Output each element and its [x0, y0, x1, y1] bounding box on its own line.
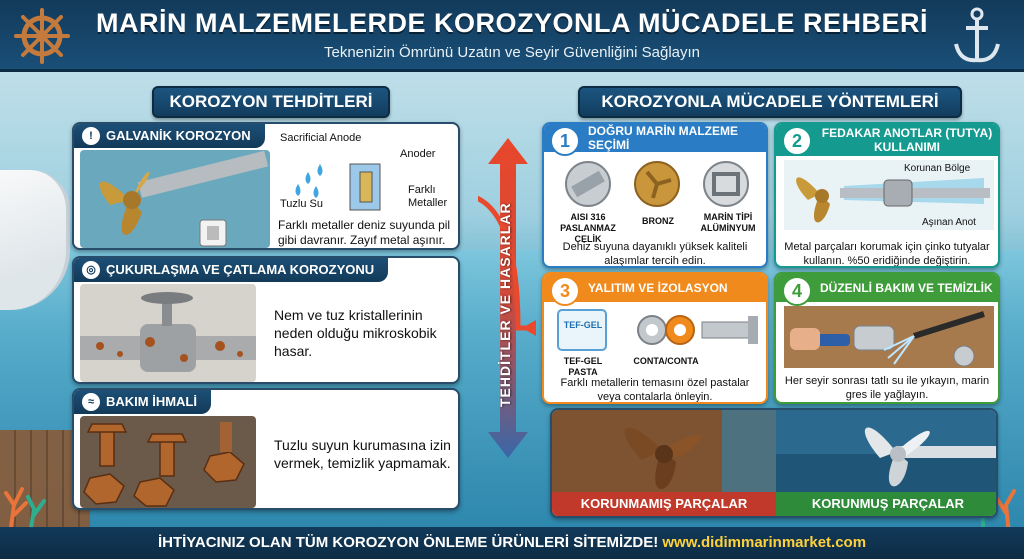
threats-to-methods-arrow	[478, 138, 536, 458]
method-4-title: DÜZENLİ BAKIM VE TEMİZLİK	[820, 281, 993, 295]
footer-banner: İHTİYACINIZ OLAN TÜM KOROZYON ÖNLEME ÜRÜ…	[0, 527, 1024, 559]
galvanic-description: Farklı metaller deniz suyunda pil gibi d…	[278, 218, 451, 247]
salt-water-label: Tuzlu Su	[280, 198, 324, 210]
protected-parts-label: KORUNMUŞ PARÇALAR	[776, 492, 996, 516]
materials-illustration	[565, 161, 749, 207]
page-title: MARİN MALZEMELERDE KOROZYONLA MÜCADELE R…	[96, 8, 928, 38]
neglect-icon: ≈	[82, 393, 100, 411]
tefgel-paste-label: TEF-GEL PASTA	[563, 356, 603, 377]
method-4-number: 4	[782, 276, 812, 306]
method-4-description: Her seyir sonrası tatlı su ile yıkayın, …	[784, 375, 990, 401]
pitting-description: Nem ve tuz kristallerinin neden olduğu m…	[274, 307, 437, 359]
galvanic-corrosion-card: ! GALVANİK KOROZYON Sacrificial Anode An…	[72, 122, 460, 250]
method-sacrificial-anodes-card: FEDAKAR ANOTLAR (TUTYA) KULLANIMI 2 Koru…	[774, 122, 1000, 268]
footer-website-link[interactable]: www.didimmarinmarket.com	[662, 534, 867, 551]
pitting-corrosion-card: ◎ ÇUKURLAŞMA VE ÇATLAMA KOROZYONU Nem ve…	[72, 256, 460, 384]
threats-and-damage-label: TEHDİTLER VE HASARLAR	[497, 202, 513, 408]
neglect-card-tab: ≈ BAKIM İHMALİ	[74, 390, 211, 414]
anode-propeller-illustration	[784, 160, 994, 230]
tefgel-gasket-illustration	[557, 309, 758, 351]
methods-section-heading: KOROZYONLA MÜCADELE YÖNTEMLERİ	[578, 86, 962, 118]
material-stainless-steel-label: AISI 316 PASLANMAZ ÇELİK	[560, 212, 616, 244]
galvanic-card-title: GALVANİK KOROZYON	[106, 128, 251, 143]
pitting-card-tab: ◎ ÇUKURLAŞMA VE ÇATLAMA KOROZYONU	[74, 258, 389, 282]
method-3-title: YALITIM VE İZOLASYON	[588, 281, 728, 295]
method-1-header: DOĞRU MARİN MALZEME SEÇİMİ	[544, 124, 766, 152]
worn-anode-label: Aşınan Anot	[922, 217, 976, 228]
method-material-selection-card: DOĞRU MARİN MALZEME SEÇİMİ 1 AISI 316 PA…	[542, 122, 768, 268]
footer-text: İHTİYACINIZ OLAN TÜM KOROZYON ÖNLEME ÜRÜ…	[157, 534, 659, 551]
method-3-description: Farklı metallerin temasını özel pastalar…	[560, 377, 750, 403]
neglect-description: Tuzlu suyun kurumasına izin vermek, temi…	[274, 437, 451, 471]
method-1-title: DOĞRU MARİN MALZEME SEÇİMİ	[588, 124, 738, 152]
method-4-header: DÜZENLİ BAKIM VE TEMİZLİK	[776, 274, 998, 302]
threats-section-heading: KOROZYON TEHDİTLERİ	[152, 86, 390, 118]
warning-icon: !	[82, 127, 100, 145]
comparison-panel: KORUNMAMIŞ PARÇALAR KORUNMUŞ PARÇALAR	[550, 408, 998, 518]
galvanic-diagram	[295, 163, 381, 211]
cleaning-illustration	[784, 306, 994, 368]
method-insulation-card: YALITIM VE İZOLASYON 3 TEF-GEL TEF-GEL P…	[542, 272, 768, 404]
unprotected-parts-image	[552, 410, 776, 496]
ship-wheel-icon	[14, 8, 70, 64]
material-bronze-label: BRONZ	[642, 216, 674, 226]
method-3-header: YALITIM VE İZOLASYON	[544, 274, 766, 302]
unprotected-parts-label: KORUNMAMIŞ PARÇALAR	[552, 492, 776, 516]
propeller-shaft-illustration	[80, 150, 270, 248]
method-2-number: 2	[782, 126, 812, 156]
sacrificial-anode-label: Sacrificial Anode	[280, 132, 362, 144]
anoder-label: Anoder	[400, 148, 436, 160]
gasket-label: CONTA/CONTA	[633, 356, 699, 366]
method-2-title: FEDAKAR ANOTLAR (TUTYA) KULLANIMI	[821, 126, 993, 154]
method-1-number: 1	[550, 126, 580, 156]
method-2-description: Metal parçaları korumak için çinko tutya…	[784, 241, 990, 267]
rusty-valve-illustration	[80, 284, 256, 382]
pitting-icon: ◎	[82, 261, 100, 279]
different-metals-label: Farklı Metaller	[408, 184, 448, 209]
method-3-number: 3	[550, 276, 580, 306]
method-2-header: FEDAKAR ANOTLAR (TUTYA) KULLANIMI	[776, 124, 998, 156]
header-banner: MARİN MALZEMELERDE KOROZYONLA MÜCADELE R…	[0, 0, 1024, 72]
coral-decoration-left	[4, 487, 46, 535]
pitting-card-title: ÇUKURLAŞMA VE ÇATLAMA KOROZYONU	[106, 262, 375, 277]
neglect-card-title: BAKIM İHMALİ	[106, 394, 197, 409]
protected-zone-label: Korunan Bölge	[904, 163, 971, 174]
method-maintenance-card: DÜZENLİ BAKIM VE TEMİZLİK 4 Her seyir so…	[774, 272, 1000, 404]
protected-parts-image	[776, 410, 996, 496]
material-aluminum-label: MARİN TİPİ ALÜMİNYUM	[700, 212, 756, 233]
page-subtitle: Teknenizin Ömrünü Uzatın ve Seyir Güvenl…	[323, 44, 701, 61]
galvanic-card-tab: ! GALVANİK KOROZYON	[74, 124, 265, 148]
tefgel-tube-label: TEF-GEL	[563, 320, 603, 330]
rusty-bolts-illustration	[80, 416, 256, 508]
method-1-description: Deniz suyuna dayanıklı yüksek kaliteli a…	[562, 241, 748, 267]
anchor-icon	[954, 7, 1000, 63]
maintenance-neglect-card: ≈ BAKIM İHMALİ Tuzlu suyun kurumasına iz…	[72, 388, 460, 510]
